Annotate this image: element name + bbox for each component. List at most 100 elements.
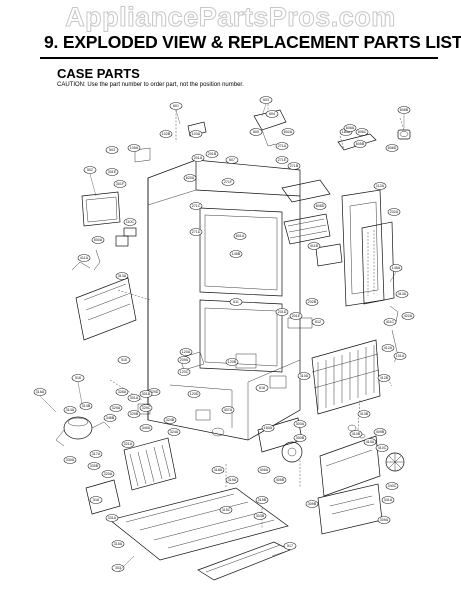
- callout-271e[interactable]: 271E: [275, 156, 289, 164]
- callout-316a[interactable]: 316A: [33, 388, 47, 396]
- callout-410a[interactable]: 410A: [363, 438, 377, 446]
- callout-518[interactable]: 518: [89, 496, 103, 504]
- callout-405a[interactable]: 405A: [257, 466, 271, 474]
- callout-412b[interactable]: 412B: [377, 374, 391, 382]
- callout-330b[interactable]: 330B: [87, 462, 101, 470]
- callout-300a[interactable]: 300A: [293, 420, 307, 428]
- callout-201e[interactable]: 201E: [289, 312, 303, 320]
- callout-410b[interactable]: 410B: [349, 430, 363, 438]
- callout-410c[interactable]: 410C: [375, 444, 389, 452]
- callout-120a[interactable]: 120A: [179, 348, 193, 356]
- callout-301a[interactable]: 301A: [127, 394, 141, 402]
- callout-301b[interactable]: 301B: [139, 390, 153, 398]
- callout-503[interactable]: 503: [105, 146, 119, 154]
- callout-309a[interactable]: 309A: [377, 516, 391, 524]
- callout-606c[interactable]: 606C: [355, 128, 369, 136]
- callout-413a[interactable]: 413A: [395, 290, 409, 298]
- callout-604[interactable]: 604: [265, 110, 279, 118]
- callout-329a[interactable]: 329A: [109, 404, 123, 412]
- callout-321a[interactable]: 321A: [121, 440, 135, 448]
- callout-340c[interactable]: 340C: [385, 482, 399, 490]
- callout-620a[interactable]: 620A: [183, 174, 197, 182]
- callout-271c[interactable]: 271C: [189, 202, 203, 210]
- callout-407a[interactable]: 407A: [221, 406, 235, 414]
- callout-603[interactable]: 603: [259, 96, 273, 104]
- callout-605b[interactable]: 605B: [353, 140, 367, 148]
- callout-411c[interactable]: 411C: [383, 318, 397, 326]
- callout-209a[interactable]: 209A: [177, 356, 191, 364]
- callout-102b[interactable]: 102B: [159, 130, 173, 138]
- callout-318a[interactable]: 318A: [211, 466, 225, 474]
- callout-310a[interactable]: 310A: [297, 372, 311, 380]
- callout-105a[interactable]: 105A: [127, 144, 141, 152]
- callout-201a[interactable]: 201A: [191, 154, 205, 162]
- callout-201d[interactable]: 201D: [275, 308, 289, 316]
- callout-405b[interactable]: 405B: [273, 476, 287, 484]
- callout-517[interactable]: 517: [283, 542, 297, 550]
- callout-602a[interactable]: 602A: [281, 128, 295, 136]
- callout-315c[interactable]: 315C: [219, 506, 233, 514]
- callout-502[interactable]: 502: [83, 166, 97, 174]
- callout-303[interactable]: 303: [111, 564, 125, 572]
- callout-331a[interactable]: 331A: [105, 514, 119, 522]
- callout-611[interactable]: 611: [229, 298, 243, 306]
- callout-326a[interactable]: 326A: [115, 388, 129, 396]
- callout-412a[interactable]: 412A: [381, 344, 395, 352]
- callout-313a[interactable]: 313A: [115, 272, 129, 280]
- callout-301e[interactable]: 301E: [105, 168, 119, 176]
- callout-314b[interactable]: 314B: [79, 402, 93, 410]
- callout-516[interactable]: 516: [71, 374, 85, 382]
- callout-303b[interactable]: 303B: [253, 512, 267, 520]
- callout-202a[interactable]: 202A: [387, 208, 401, 216]
- callout-607[interactable]: 607: [225, 156, 239, 164]
- callout-612[interactable]: 612: [311, 318, 325, 326]
- callout-606d[interactable]: 606D: [385, 144, 399, 152]
- callout-300b[interactable]: 300B: [293, 434, 307, 442]
- callout-201b[interactable]: 201B: [205, 150, 219, 158]
- callout-317a[interactable]: 317A: [89, 450, 103, 458]
- callout-320a[interactable]: 320A: [101, 470, 115, 478]
- callout-145a[interactable]: 145A: [389, 264, 403, 272]
- callout-271d[interactable]: 271D: [189, 228, 203, 236]
- callout-341a[interactable]: 341A: [381, 496, 395, 504]
- callout-202b[interactable]: 202B: [305, 298, 319, 306]
- callout-271b[interactable]: 271B: [287, 162, 301, 170]
- callout-120b[interactable]: 120B: [225, 358, 239, 366]
- callout-301f[interactable]: 301F: [113, 180, 127, 188]
- callout-330a[interactable]: 330A: [63, 456, 77, 464]
- callout-515[interactable]: 515: [117, 356, 131, 364]
- callout-324a[interactable]: 324A: [167, 428, 181, 436]
- callout-319a[interactable]: 319A: [225, 476, 239, 484]
- callout-329c[interactable]: 329C: [139, 404, 153, 412]
- callout-618[interactable]: 618: [255, 384, 269, 392]
- callout-346b[interactable]: 346B: [103, 414, 117, 422]
- callout-324b[interactable]: 324B: [163, 416, 177, 424]
- callout-271a[interactable]: 271A: [275, 142, 289, 150]
- callout-160a[interactable]: 160A: [261, 424, 275, 432]
- callout-315a[interactable]: 315A: [111, 540, 125, 548]
- callout-120d[interactable]: 120D: [187, 390, 201, 398]
- callout-422a[interactable]: 422A: [401, 312, 415, 320]
- callout-601[interactable]: 601: [169, 102, 183, 110]
- callout-500a[interactable]: 500A: [91, 236, 105, 244]
- callout-606a[interactable]: 606A: [343, 124, 357, 132]
- callout-605[interactable]: 605: [249, 128, 263, 136]
- callout-110c[interactable]: 110C: [123, 218, 137, 226]
- callout-409b[interactable]: 409B: [373, 428, 387, 436]
- callout-314a[interactable]: 314A: [63, 406, 77, 414]
- callout-329b[interactable]: 329B: [127, 410, 141, 418]
- callout-601a[interactable]: 601A: [233, 232, 247, 240]
- callout-608d[interactable]: 608D: [313, 202, 327, 210]
- callout-112a[interactable]: 112A: [373, 182, 387, 190]
- callout-271f[interactable]: 271F: [221, 178, 235, 186]
- callout-411a[interactable]: 411A: [77, 254, 91, 262]
- callout-315b[interactable]: 315B: [255, 496, 269, 504]
- callout-120c[interactable]: 120C: [177, 368, 191, 376]
- callout-101a[interactable]: 101A: [393, 352, 407, 360]
- callout-145b[interactable]: 145B: [229, 250, 243, 258]
- callout-411b[interactable]: 411B: [307, 242, 321, 250]
- callout-413b[interactable]: 413B: [357, 410, 371, 418]
- callout-340a[interactable]: 340A: [139, 424, 153, 432]
- callout-606b[interactable]: 606B: [397, 106, 411, 114]
- callout-103a[interactable]: 103A: [189, 130, 203, 138]
